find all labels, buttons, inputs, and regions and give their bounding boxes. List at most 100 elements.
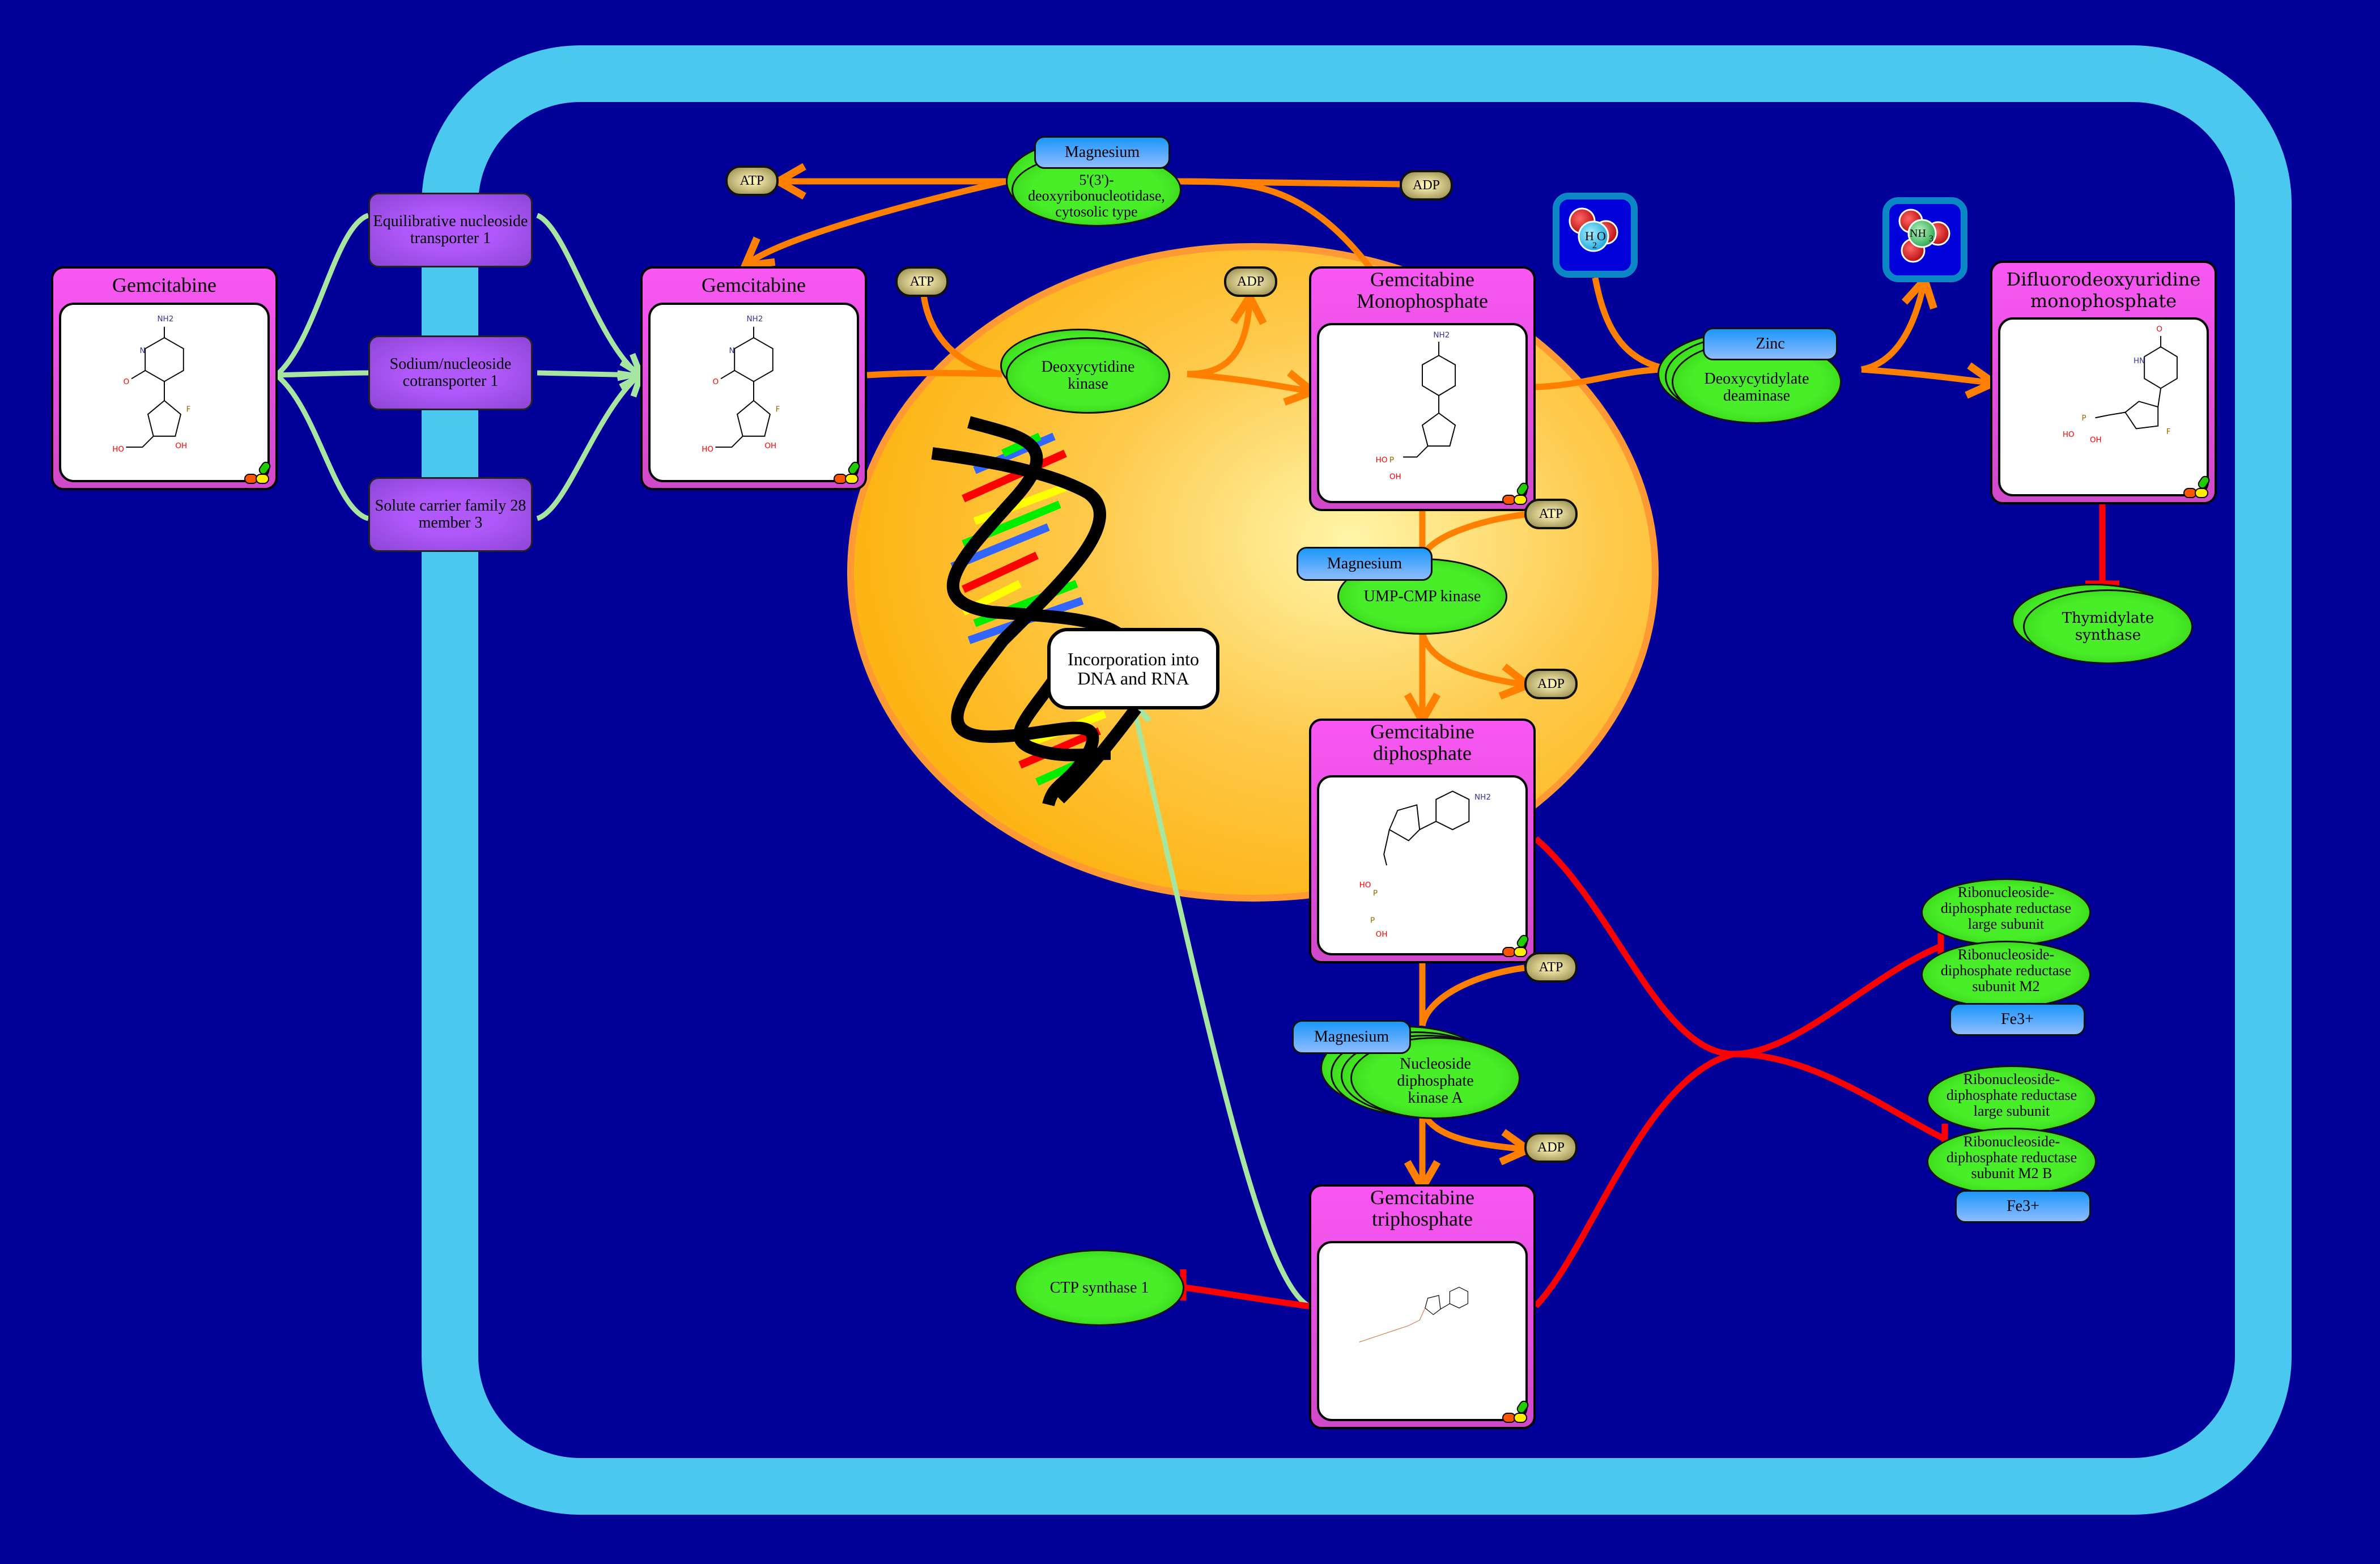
svg-text:F: F (186, 405, 191, 414)
svg-text:P: P (1373, 889, 1378, 898)
small-molecule-atp[interactable]: ATP (725, 165, 779, 196)
gemcitabine-triphosphate-structure-icon (1359, 1286, 1468, 1342)
small-molecule-atp[interactable]: ATP (1524, 499, 1578, 529)
svg-text:P: P (2082, 414, 2086, 423)
svg-text:P: P (1389, 456, 1394, 465)
reaction-edge (1419, 1109, 1536, 1166)
transporter-cnt1[interactable]: Sodium/nucleoside cotransporter 1 (368, 335, 533, 410)
svg-text:3: 3 (1929, 234, 1933, 244)
incorporation-edge (1123, 696, 1311, 1308)
enzyme-ctp-synthase-1[interactable]: CTP synthase 1 (1014, 1250, 1184, 1326)
compound-title: Gemcitabine Monophosphate (1357, 268, 1488, 312)
enzyme-label: Ribonucleoside-diphosphate reductase lar… (1946, 1071, 2077, 1119)
compound-gemcitabine-triphosphate[interactable]: Gemcitabine triphosphate (1309, 1184, 1536, 1429)
difluorodeoxyuridine-structure-icon: O HN P HO OH F (2063, 325, 2178, 445)
chemical-structure: O HN P HO OH F (1998, 317, 2209, 496)
cofactor-label: Magnesium (1064, 143, 1140, 161)
svg-text:HO: HO (1359, 881, 1371, 890)
reaction-edge (1861, 362, 2001, 399)
svg-text:F: F (2166, 427, 2171, 436)
reaction-edge (1860, 272, 1937, 373)
cofactor-zinc[interactable]: Zinc (1703, 328, 1838, 360)
transporter-slc28a3[interactable]: Solute carrier family 28 member 3 (368, 477, 533, 552)
transport-edge (276, 370, 369, 378)
cofactor-label: Fe3+ (2007, 1197, 2039, 1215)
process-label: Incorporation into DNA and RNA (1068, 649, 1199, 688)
svg-text:OH: OH (175, 441, 187, 450)
cofactor-label: Magnesium (1327, 555, 1402, 572)
enzyme-rnr-subunit-m2-b[interactable]: Ribonucleoside-diphosphate reductase sub… (1927, 1128, 2097, 1196)
svg-text:HO: HO (112, 445, 124, 454)
small-molecule-atp[interactable]: ATP (895, 266, 949, 297)
cofactor-fe3[interactable]: Fe3+ (1949, 1003, 2085, 1036)
chemical-structure: NH2 N O F HO OH (648, 303, 859, 482)
transporter-ent1[interactable]: Equilibrative nucleoside transporter 1 (368, 193, 533, 267)
drug-capsule-icon (1502, 1400, 1529, 1423)
reaction-edge (1535, 366, 1672, 390)
drug-capsule-icon (834, 461, 860, 484)
small-molecule-label: ATP (1538, 959, 1563, 975)
small-molecule-adp[interactable]: ADP (1224, 266, 1277, 297)
svg-text:OH: OH (764, 441, 776, 450)
cofactor-magnesium[interactable]: Magnesium (1292, 1020, 1411, 1054)
cofactor-magnesium[interactable]: Magnesium (1297, 547, 1433, 581)
svg-text:NH2: NH2 (746, 314, 763, 324)
enzyme-label: Deoxycytidylate deaminase (1704, 370, 1809, 405)
gemcitabine-diphosphate-structure-icon: HO P P OH NH2 (1359, 790, 1491, 939)
inhibition-edge (1184, 1284, 1310, 1310)
svg-text:P: P (1370, 916, 1375, 925)
svg-text:NH2: NH2 (157, 314, 173, 324)
small-molecule-label: ADP (1236, 274, 1264, 289)
enzyme-label: Nucleoside diphosphate kinase A (1397, 1055, 1474, 1107)
cell-membrane (422, 45, 2292, 1515)
small-molecule-adp[interactable]: ADP (1524, 669, 1578, 699)
svg-text:NH2: NH2 (1433, 330, 1450, 339)
transporter-label: Equilibrative nucleoside transporter 1 (373, 212, 528, 247)
svg-text:OH: OH (1389, 472, 1401, 481)
compound-title: Gemcitabine (112, 274, 216, 296)
small-molecule-label: ATP (910, 274, 934, 289)
small-molecule-h2o[interactable]: H 2 O (1553, 193, 1638, 278)
cofactor-label: Magnesium (1314, 1028, 1389, 1046)
svg-text:O: O (2156, 325, 2162, 334)
svg-text:NH: NH (1910, 227, 1926, 240)
svg-text:HO: HO (702, 445, 713, 454)
cofactor-magnesium[interactable]: Magnesium (1034, 136, 1170, 169)
small-molecule-atp[interactable]: ATP (1524, 952, 1578, 983)
enzyme-label: Ribonucleoside-diphosphate reductase sub… (1946, 1133, 2077, 1182)
small-molecule-nh3[interactable]: NH 3 (1882, 197, 1967, 282)
small-molecule-adp[interactable]: ADP (1524, 1132, 1578, 1163)
reaction-edge (920, 294, 1002, 377)
gemcitabine-structure-icon: NH2 N O F HO OH (112, 314, 191, 454)
enzyme-label: UMP-CMP kinase (1363, 587, 1481, 605)
compound-gemcitabine-diphosphate[interactable]: Gemcitabine diphosphate HO P P OH NH2 (1309, 719, 1536, 963)
enzyme-thymidylate-synthase[interactable]: Thymidylate synthase (2023, 589, 2193, 664)
compound-gemcitabine-intracellular[interactable]: Gemcitabine NH2 N O F HO OH (640, 266, 867, 490)
small-molecule-label: ATP (740, 173, 764, 188)
svg-text:2: 2 (1592, 241, 1597, 250)
small-molecule-adp[interactable]: ADP (1400, 170, 1453, 201)
ammonia-molecule-icon: NH 3 (1898, 209, 1950, 263)
enzyme-rnr-large-subunit-b[interactable]: Ribonucleoside-diphosphate reductase lar… (1927, 1065, 2097, 1133)
enzyme-label: Thymidylate synthase (2062, 610, 2154, 644)
drug-capsule-icon (244, 461, 271, 484)
compound-gemcitabine-monophosphate[interactable]: Gemcitabine Monophosphate HO P OH NH2 (1309, 266, 1536, 511)
process-incorporation-dna-rna[interactable]: Incorporation into DNA and RNA (1047, 628, 1219, 709)
svg-text:OH: OH (2090, 436, 2102, 445)
enzyme-rnr-subunit-m2-a[interactable]: Ribonucleoside-diphosphate reductase sub… (1921, 941, 2091, 1009)
svg-text:HO: HO (1376, 456, 1388, 465)
drug-capsule-icon (1502, 934, 1529, 957)
svg-text:HO: HO (2063, 430, 2075, 439)
drug-capsule-icon (2183, 475, 2210, 498)
svg-text:NH2: NH2 (1474, 793, 1491, 802)
compound-difluorodeoxyuridine-monophosphate[interactable]: Difluorodeoxyuridine monophosphate O HN … (1990, 261, 2217, 504)
compound-gemcitabine-extracellular[interactable]: Gemcitabine NH2 N O F HO OH (51, 266, 278, 490)
enzyme-rnr-large-subunit-a[interactable]: Ribonucleoside-diphosphate reductase lar… (1921, 878, 2091, 946)
svg-text:N: N (729, 346, 735, 355)
cofactor-fe3[interactable]: Fe3+ (1955, 1190, 2091, 1223)
compound-title: Difluorodeoxyuridine monophosphate (2006, 269, 2201, 312)
enzyme-deoxycytidine-kinase[interactable]: Deoxycytidine kinase (1006, 337, 1170, 414)
svg-text:OH: OH (1376, 930, 1388, 939)
reaction-edge (739, 178, 1007, 270)
